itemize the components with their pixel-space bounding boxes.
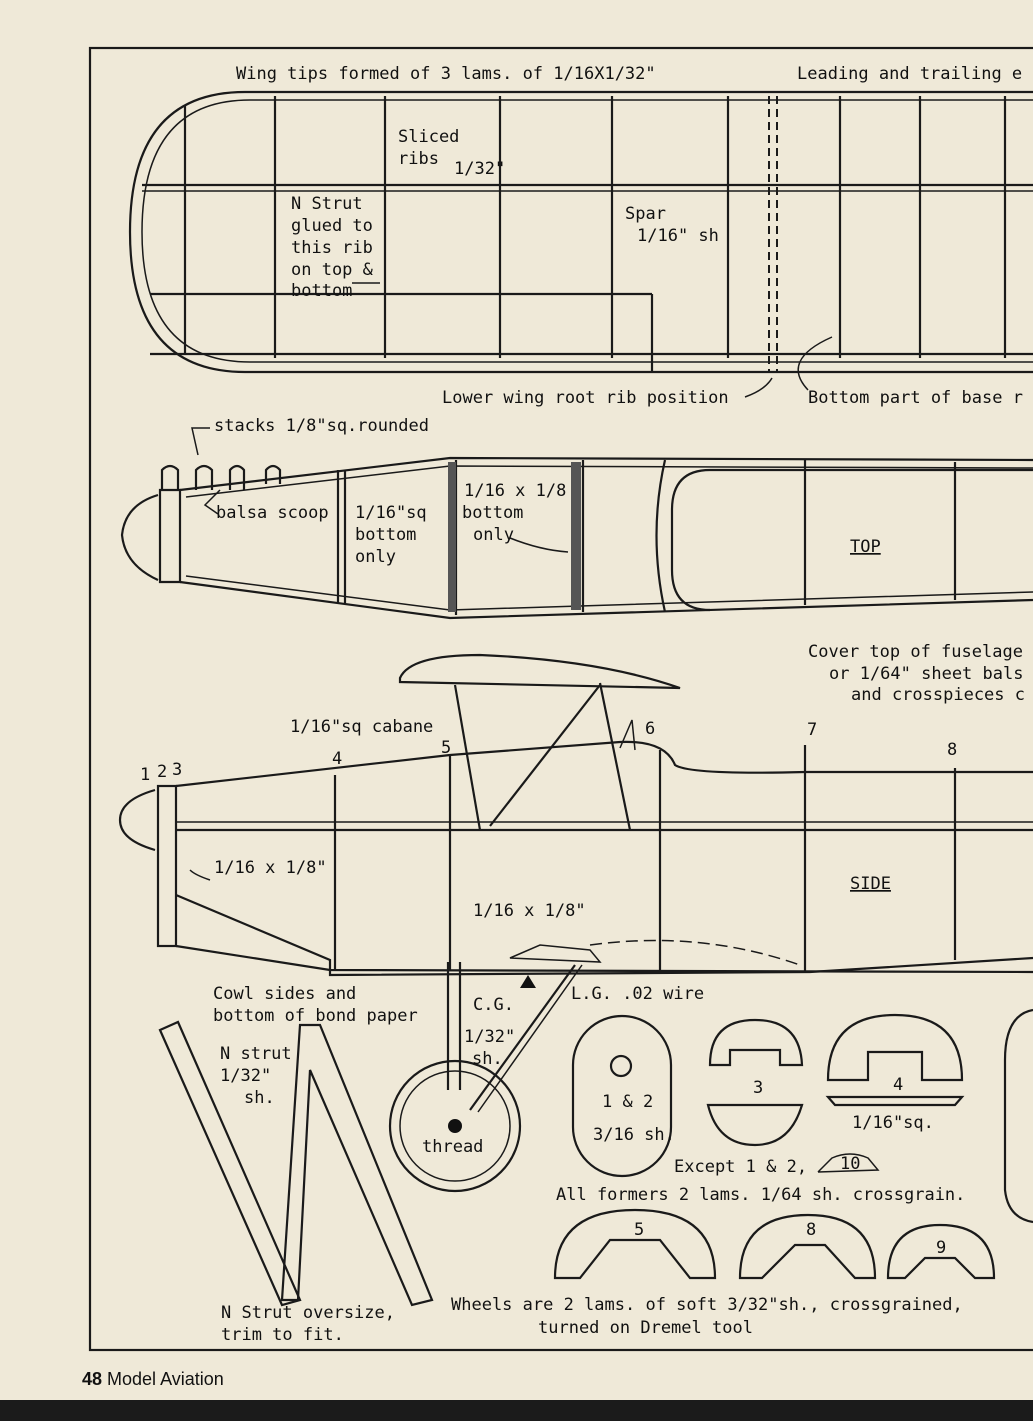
bottom-part-label: Bottom part of base r	[808, 388, 1023, 408]
page-number: 48	[82, 1369, 103, 1389]
stacks-label: stacks 1/8"sq.rounded	[214, 416, 429, 436]
n-strut-rib-note: glued to	[291, 216, 373, 236]
former-4-note: 1/16"sq.	[852, 1113, 934, 1133]
top-view-title: TOP	[850, 537, 881, 557]
station-3: 3	[172, 760, 182, 780]
parts-drawings	[158, 962, 1033, 1307]
former-12-label: 3/16 sh.	[593, 1125, 675, 1145]
except-note: Except 1 & 2,	[674, 1157, 807, 1177]
former-4-label: 4	[893, 1075, 903, 1095]
cowl-note: Cowl sides and	[213, 984, 356, 1004]
scan-edge	[0, 1400, 1033, 1421]
sliced-ribs-label: Sliced	[398, 127, 459, 147]
station-2: 2	[157, 762, 167, 782]
balsa-scoop-label: balsa scoop	[216, 503, 329, 523]
n-strut-label: sh.	[244, 1088, 275, 1108]
former-9-label: 9	[936, 1238, 946, 1258]
thread-label: thread	[422, 1137, 483, 1157]
wheels-note: turned on Dremel tool	[538, 1318, 753, 1338]
sq-bottom-label: 1/16"sq	[355, 503, 427, 523]
sliced-ribs-label: ribs	[398, 149, 439, 169]
magazine-name: Model Aviation	[107, 1369, 224, 1389]
strip-bottom-label: only	[473, 525, 514, 545]
spar-label: Spar	[625, 204, 666, 224]
station-4: 4	[332, 749, 342, 769]
fuselage-side-view	[118, 653, 1033, 988]
cover-note: or 1/64" sheet bals	[829, 664, 1023, 684]
fuselage-top-view	[120, 427, 1033, 620]
wing-plan	[128, 90, 1033, 398]
station-5: 5	[441, 738, 451, 758]
leg-label: 1/32"	[464, 1027, 515, 1047]
n-strut-rib-note: bottom	[291, 281, 352, 301]
wing-tips-note: Wing tips formed of 3 lams. of 1/16X1/32…	[236, 64, 656, 84]
sq-bottom-label: only	[355, 547, 396, 567]
n-strut-rib-note: N Strut	[291, 194, 363, 214]
side-view-title: SIDE	[850, 874, 891, 894]
former-3-label: 3	[753, 1078, 763, 1098]
nose-strip-label: 1/16 x 1/8"	[214, 858, 327, 878]
strip-bottom-label: 1/16 x 1/8	[464, 481, 566, 501]
cowl-note: bottom of bond paper	[213, 1006, 418, 1026]
spar-label: 1/16" sh	[637, 226, 719, 246]
former-10-label: 10	[840, 1154, 860, 1174]
n-strut-oversize-note: N Strut oversize,	[221, 1303, 395, 1323]
n-strut-rib-note: on top &	[291, 260, 374, 280]
cover-note: Cover top of fuselage	[808, 642, 1023, 662]
cg-label: C.G.	[473, 995, 514, 1015]
wheels-note: Wheels are 2 lams. of soft 3/32"sh., cro…	[451, 1295, 963, 1315]
strip-bottom-label: bottom	[462, 503, 523, 523]
lower-root-label: Lower wing root rib position	[442, 388, 729, 408]
station-1: 1	[140, 765, 150, 785]
n-strut-rib-note: this rib	[291, 238, 373, 258]
sq-bottom-label: bottom	[355, 525, 416, 545]
n-strut-label: 1/32"	[220, 1066, 271, 1086]
station-7: 7	[807, 720, 817, 740]
station-8: 8	[947, 740, 957, 760]
cabane-label: 1/16"sq cabane	[290, 717, 433, 737]
leading-trailing-note: Leading and trailing e	[797, 64, 1022, 84]
former-12-label: 1 & 2	[602, 1092, 653, 1112]
plan-border	[88, 46, 1033, 1352]
former-5-label: 5	[634, 1220, 644, 1240]
formers-note: All formers 2 lams. 1/64 sh. crossgrain.	[556, 1185, 965, 1205]
station-6: 6	[645, 719, 655, 739]
sliced-ribs-label: 1/32"	[454, 159, 505, 179]
lg-wire-label: L.G. .02 wire	[571, 984, 704, 1004]
leg-label: sh.	[472, 1049, 503, 1069]
former-8-label: 8	[806, 1220, 816, 1240]
n-strut-label: N strut	[220, 1044, 292, 1064]
belly-strip-label: 1/16 x 1/8"	[473, 901, 586, 921]
cover-note: and crosspieces c	[851, 685, 1025, 705]
n-strut-oversize-note: trim to fit.	[221, 1325, 344, 1345]
